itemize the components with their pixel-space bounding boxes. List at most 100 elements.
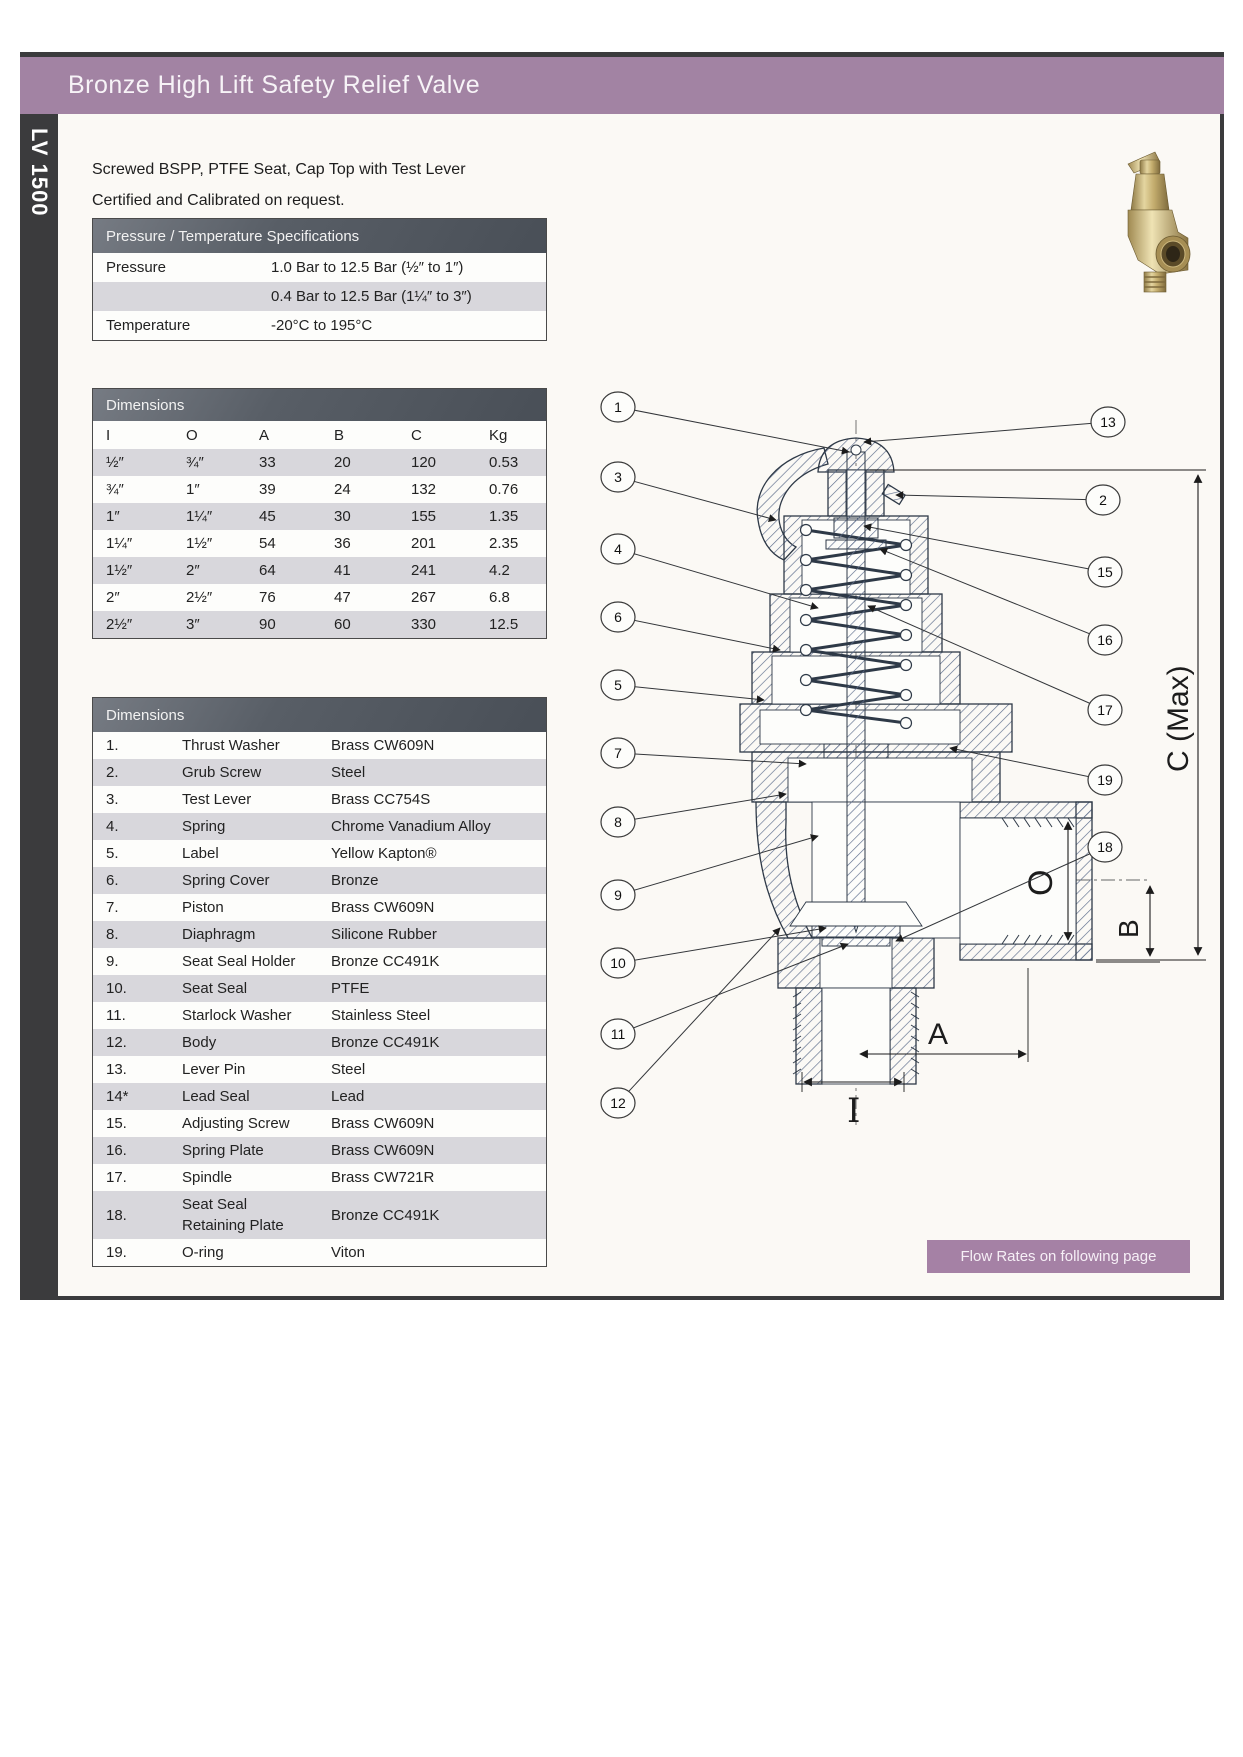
dimensions-cell: 201 [411,535,437,552]
callout-circle-15 [1087,556,1123,588]
dimensions-column-header: I [106,426,111,444]
outlet-thread-tick [1056,934,1064,945]
dimensions-cell: 0.76 [489,481,519,498]
part-material: Brass CW609N [331,1115,435,1132]
dimensions-cell: 155 [411,508,437,525]
outlet-thread-tick [1001,934,1009,945]
callout-number-1: 1 [614,399,622,415]
part-name: Spring [182,818,226,835]
lever-pin-part [850,444,862,456]
callout-number-5: 5 [614,677,622,693]
leader-line-16 [879,547,1106,641]
callout-circle-8 [600,806,636,838]
spring-wire-dot [899,538,913,552]
callout-circle-5 [600,669,636,701]
dimensions-cell: 24 [334,481,351,498]
outlet-thread-tick [1045,817,1053,828]
dimension-lines: C (Max) O B A I [801,469,1206,1131]
callout-number-15: 15 [1097,564,1113,580]
dimensions-cell: ¾″ [106,481,124,498]
part-number: 12. [106,1034,127,1051]
callout-circle-7 [600,737,636,769]
dimensions-cell: 6.8 [489,589,510,606]
part-material: Silicone Rubber [331,926,437,943]
part-name: Spring Plate [182,1142,264,1159]
outlet-top-wall-part [959,801,1093,819]
photo-cap [1139,159,1161,175]
inlet-thread-tick [792,1013,802,1020]
callout-number-19: 19 [1097,772,1113,788]
dimensions-column-header: B [334,426,345,444]
part-material: Chrome Vanadium Alloy [331,818,491,835]
part-number: 11. [106,1007,126,1024]
dimensions-cell: 76 [259,589,276,606]
part-name: O-ring [182,1244,224,1261]
dimensions-cell: 60 [334,616,351,633]
part-number: 16. [106,1142,127,1159]
part-name: Spring Cover [182,872,270,889]
callout-number-17: 17 [1097,702,1113,718]
part-name: Thrust Washer [182,737,280,754]
part-name: Spindle [182,1169,233,1186]
spring-wire-dot [799,673,813,687]
leader-line-12 [617,927,781,1104]
dimensions-cell: 47 [334,589,351,606]
spindle-part [846,451,866,905]
part-number: 7. [106,899,119,916]
inlet-thread-tick [792,1035,802,1042]
leader-line-19 [949,745,1106,781]
spring-wire-dot [899,628,913,642]
outlet-thread-tick [1001,817,1009,828]
dimensions-column-header: C [411,426,422,444]
spec-table: Pressure / Temperature Specifications Pr… [92,218,547,341]
part-number: 6. [106,872,119,889]
part-material: Bronze CC491K [331,953,440,970]
outlet-thread-tick [1045,934,1053,945]
part-number: 1. [106,737,119,754]
leader-line-5 [617,684,765,704]
photo-bonnet [1130,173,1170,211]
spec-value: 0.4 Bar to 12.5 Bar (1¼″ to 3″) [271,288,472,305]
callout-number-11: 11 [611,1026,626,1042]
dimensions-cell: 267 [411,589,437,606]
callout-number-6: 6 [614,609,622,625]
part-material: Bronze CC491K [331,1206,440,1224]
model-code: LV 1500 [27,128,52,217]
outlet-thread-tick [1023,934,1031,945]
callout-circle-2 [1085,484,1121,516]
spec-value: 1.0 Bar to 12.5 Bar (½″ to 1″) [271,259,464,276]
part-number: 5. [106,845,119,862]
dimensions-cell: 2″ [106,589,120,606]
dimensions-cell: 90 [259,616,276,633]
callout-circle-18 [1087,831,1123,863]
leader-line-6 [617,616,781,653]
inlet-thread-tick [910,1013,920,1020]
leader-line-1 [617,406,850,455]
leader-line-4 [617,548,819,610]
part-number: 8. [106,926,119,943]
spring-wire-dot [799,643,813,657]
part-material: Brass CW721R [331,1169,435,1186]
dimensions-cell: 39 [259,481,276,498]
dimensions-cell: 3″ [186,616,200,633]
spec-row: 0.4 Bar to 12.5 Bar (1¼″ to 3″) [93,282,546,311]
leader-line-2 [895,491,1104,501]
callout-circle-4 [600,533,636,565]
callout-number-12: 12 [610,1095,626,1111]
callout-leader-lines [617,406,1109,1104]
part-material: Lead [331,1088,365,1105]
callout-circle-6 [600,601,636,633]
dimensions-cell: 54 [259,535,276,552]
dimensions-cell: ½″ [106,454,124,471]
spec-label: Pressure [106,259,167,276]
